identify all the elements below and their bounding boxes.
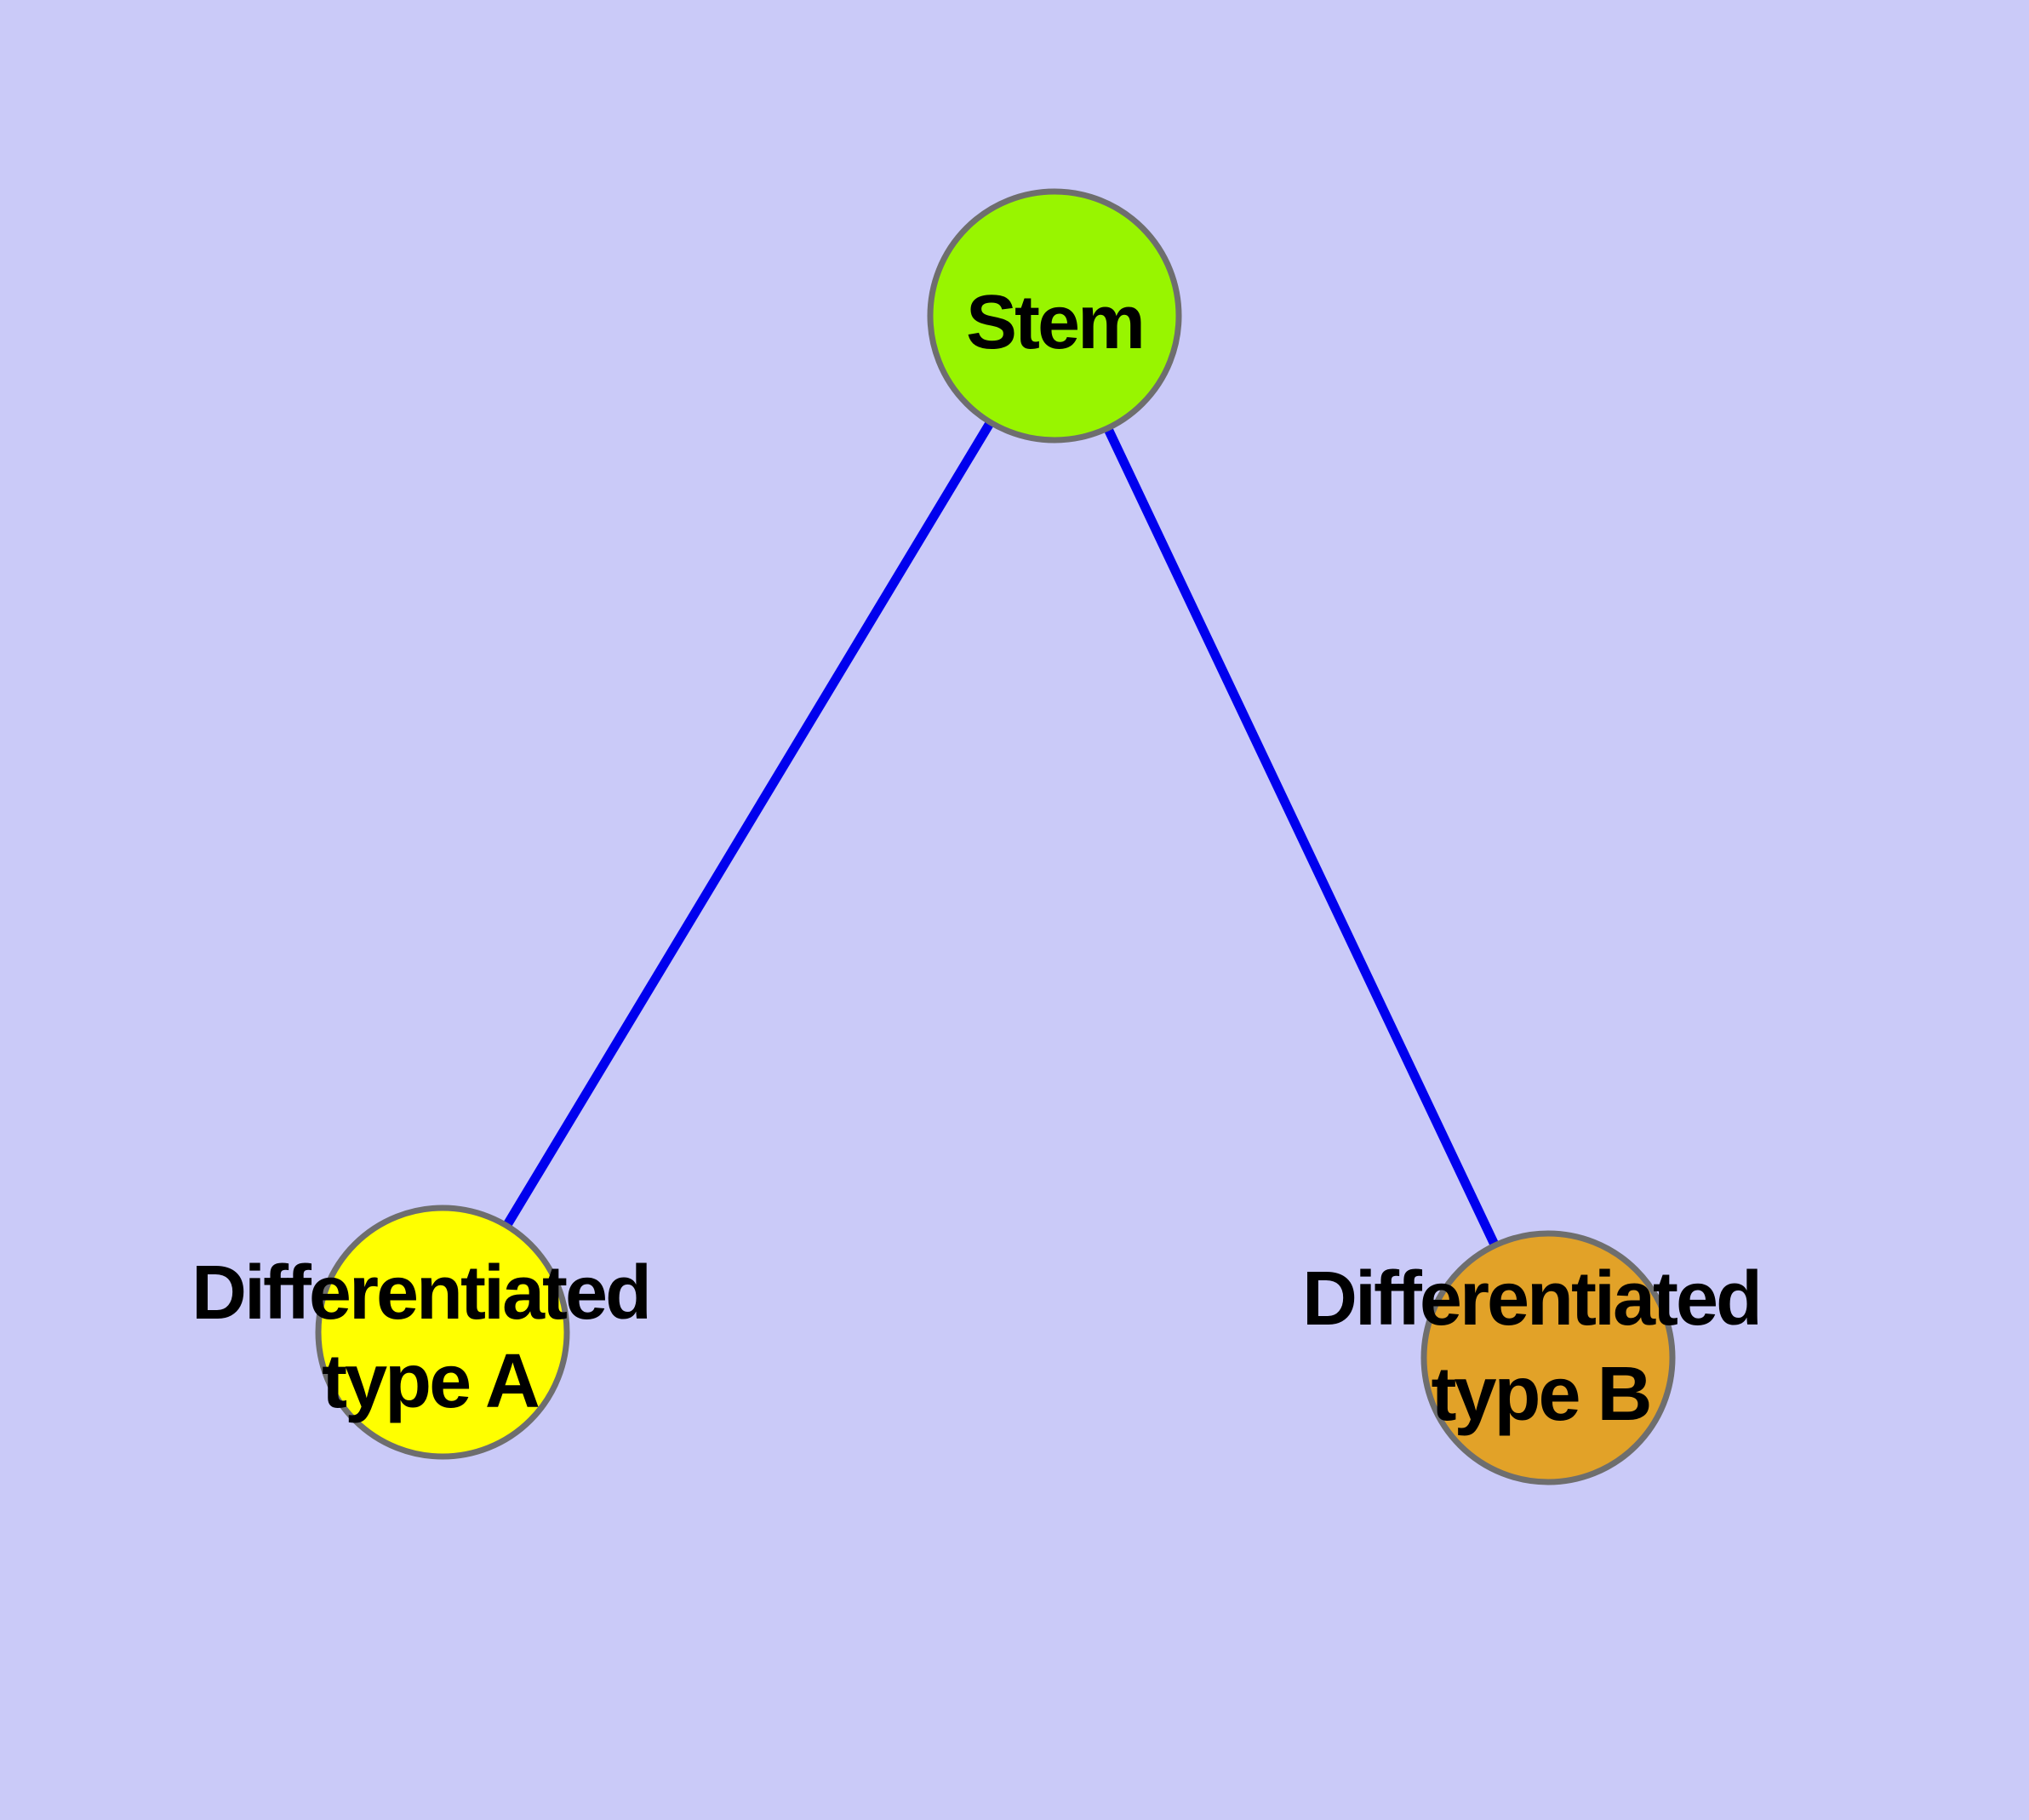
node-differentiated-type-b — [1420, 1230, 1676, 1485]
node-stem — [927, 188, 1182, 444]
node-type-b-label-line2: type B — [1431, 1352, 1649, 1437]
edge-stem-to-type-a — [438, 313, 1059, 1335]
node-type-a-label-line2: type A — [322, 1339, 539, 1424]
node-type-a-label: Differentiated type A — [191, 1251, 668, 1424]
node-stem-label: Stem — [966, 280, 1143, 365]
node-type-a-label-line1: Differentiated — [191, 1251, 649, 1336]
node-type-b-label: Differentiated type B — [1302, 1256, 1779, 1437]
node-differentiated-type-a — [315, 1205, 570, 1460]
edge-stem-to-type-b — [1050, 313, 1552, 1360]
node-type-b-label-line1: Differentiated — [1302, 1256, 1760, 1342]
